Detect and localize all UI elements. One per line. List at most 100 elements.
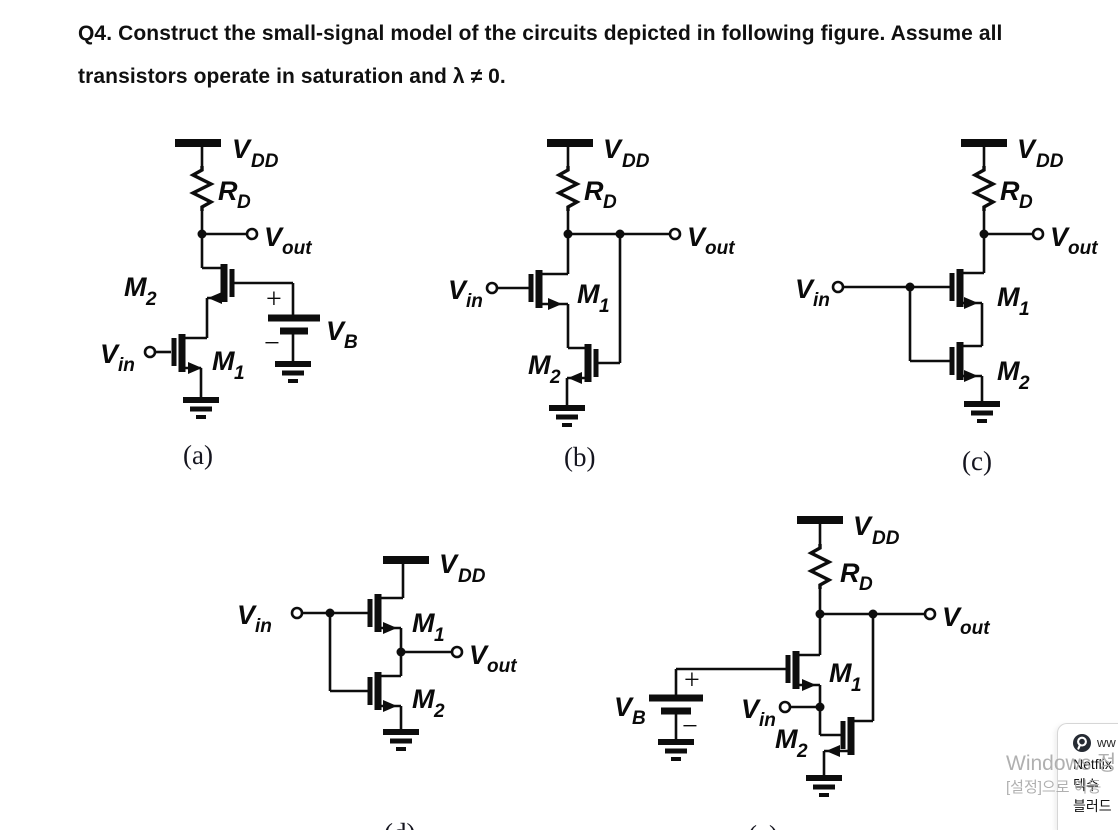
m2-label: M <box>997 356 1020 386</box>
m1-label: M <box>577 279 600 309</box>
m1-label-sub: 1 <box>599 296 610 317</box>
ground-m2 <box>964 401 1000 423</box>
vout-label-sub: out <box>487 656 517 677</box>
caption-b: (b) <box>564 442 595 472</box>
vin-label: V <box>448 275 468 305</box>
vin-label: V <box>100 339 120 369</box>
battery-vb <box>268 314 320 364</box>
m2-label: M <box>124 272 147 302</box>
transistor-m2 <box>949 342 984 404</box>
url-suggestion-row[interactable]: ww <box>1058 732 1118 753</box>
rd-label-sub: D <box>1019 192 1033 213</box>
vdd-label-sub: DD <box>1036 151 1064 172</box>
vdd-supply-bar <box>380 556 429 600</box>
rd-label: R <box>584 176 604 206</box>
vin-label-sub: in <box>813 290 830 311</box>
transistor-m1 <box>485 234 586 350</box>
vb-label-sub: B <box>632 708 646 729</box>
vdd-label-sub: DD <box>872 528 900 549</box>
vout-label-sub: out <box>960 618 990 639</box>
resistor-rd <box>555 166 581 211</box>
battery-plus-sign: + <box>266 284 282 315</box>
output-node <box>563 211 682 241</box>
rd-label-sub: D <box>237 192 251 213</box>
vdd-label: V <box>232 134 252 164</box>
m2-label: M <box>412 684 435 714</box>
vin-label-sub: in <box>255 616 272 637</box>
input-node <box>778 700 841 737</box>
vin-label: V <box>237 600 257 630</box>
ground-battery <box>275 361 311 383</box>
vin-terminal <box>831 280 845 294</box>
vout-label: V <box>469 640 489 670</box>
vin-terminal <box>143 345 157 359</box>
vin-terminal <box>778 700 792 714</box>
rd-label: R <box>218 176 238 206</box>
m1-label: M <box>997 282 1020 312</box>
vout-label: V <box>1050 222 1070 252</box>
vout-terminal <box>1031 227 1045 241</box>
url-suggestion-text: ww <box>1097 735 1116 750</box>
vin-label-sub: in <box>759 710 776 731</box>
vb-label: V <box>326 316 346 346</box>
output-node <box>815 589 937 621</box>
m1-label: M <box>212 346 235 376</box>
transistor-m2 <box>367 672 403 732</box>
m2-label: M <box>775 724 798 754</box>
transistor-m1 <box>676 614 822 735</box>
m2-label: M <box>528 350 551 380</box>
suggestion-popup: ww Netflix 덱수 블러드 <box>1057 723 1118 830</box>
vdd-supply-bar <box>961 139 1007 166</box>
vin-terminal <box>290 606 304 620</box>
ground-m2 <box>549 405 585 427</box>
vout-terminal <box>245 227 259 241</box>
vin-terminal <box>485 281 499 295</box>
m2-label-sub: 2 <box>433 701 445 722</box>
circuit-c: V DD R D V out V in <box>795 134 1098 476</box>
input-wiring <box>831 280 950 363</box>
vb-label-sub: B <box>344 332 358 353</box>
rd-label-sub: D <box>603 192 617 213</box>
vdd-label-sub: DD <box>622 151 650 172</box>
suggestion-item[interactable]: Netflix <box>1073 755 1112 772</box>
m1-label-sub: 1 <box>1019 299 1030 320</box>
vdd-label: V <box>1017 134 1037 164</box>
output-node <box>197 211 259 241</box>
question-title: Q4. Construct the small-signal model of … <box>78 12 1118 98</box>
transistor-m1 <box>367 594 403 676</box>
vout-terminal <box>668 227 682 241</box>
m1-label-sub: 1 <box>434 625 445 646</box>
vout-label-sub: out <box>1068 238 1098 259</box>
m1-label: M <box>829 658 852 688</box>
suggestion-item[interactable]: 덱수 <box>1073 776 1099 793</box>
caption-c: (c) <box>962 446 992 476</box>
vb-label: V <box>614 692 634 722</box>
battery-minus-sign: − <box>264 328 280 359</box>
site-favicon-icon <box>1073 733 1091 752</box>
m2-label-sub: 2 <box>549 367 561 388</box>
suggestion-item[interactable]: 블러드 <box>1073 797 1112 814</box>
question-line-1: Q4. Construct the small-signal model of … <box>78 22 1003 45</box>
ground-m2 <box>806 775 842 797</box>
m1-label-sub: 1 <box>234 363 245 384</box>
vdd-label-sub: DD <box>251 151 279 172</box>
vin-label-sub: in <box>466 291 483 312</box>
resistor-rd <box>189 166 215 211</box>
vdd-label: V <box>439 549 459 579</box>
resistor-rd <box>807 544 833 589</box>
resistor-rd <box>971 166 997 211</box>
ground-m2 <box>383 729 419 751</box>
vdd-label: V <box>853 511 873 541</box>
m1-label-sub: 1 <box>851 675 862 696</box>
vdd-label-sub: DD <box>458 566 486 587</box>
transistor-m1 <box>949 234 986 348</box>
vout-label-sub: out <box>282 238 312 259</box>
m2-label-sub: 2 <box>1018 373 1030 394</box>
rd-label: R <box>1000 176 1020 206</box>
transistor-m1 <box>143 334 207 400</box>
vdd-label: V <box>603 134 623 164</box>
vdd-supply-bar <box>175 139 221 166</box>
vout-label: V <box>687 222 707 252</box>
vin-label: V <box>741 694 761 724</box>
